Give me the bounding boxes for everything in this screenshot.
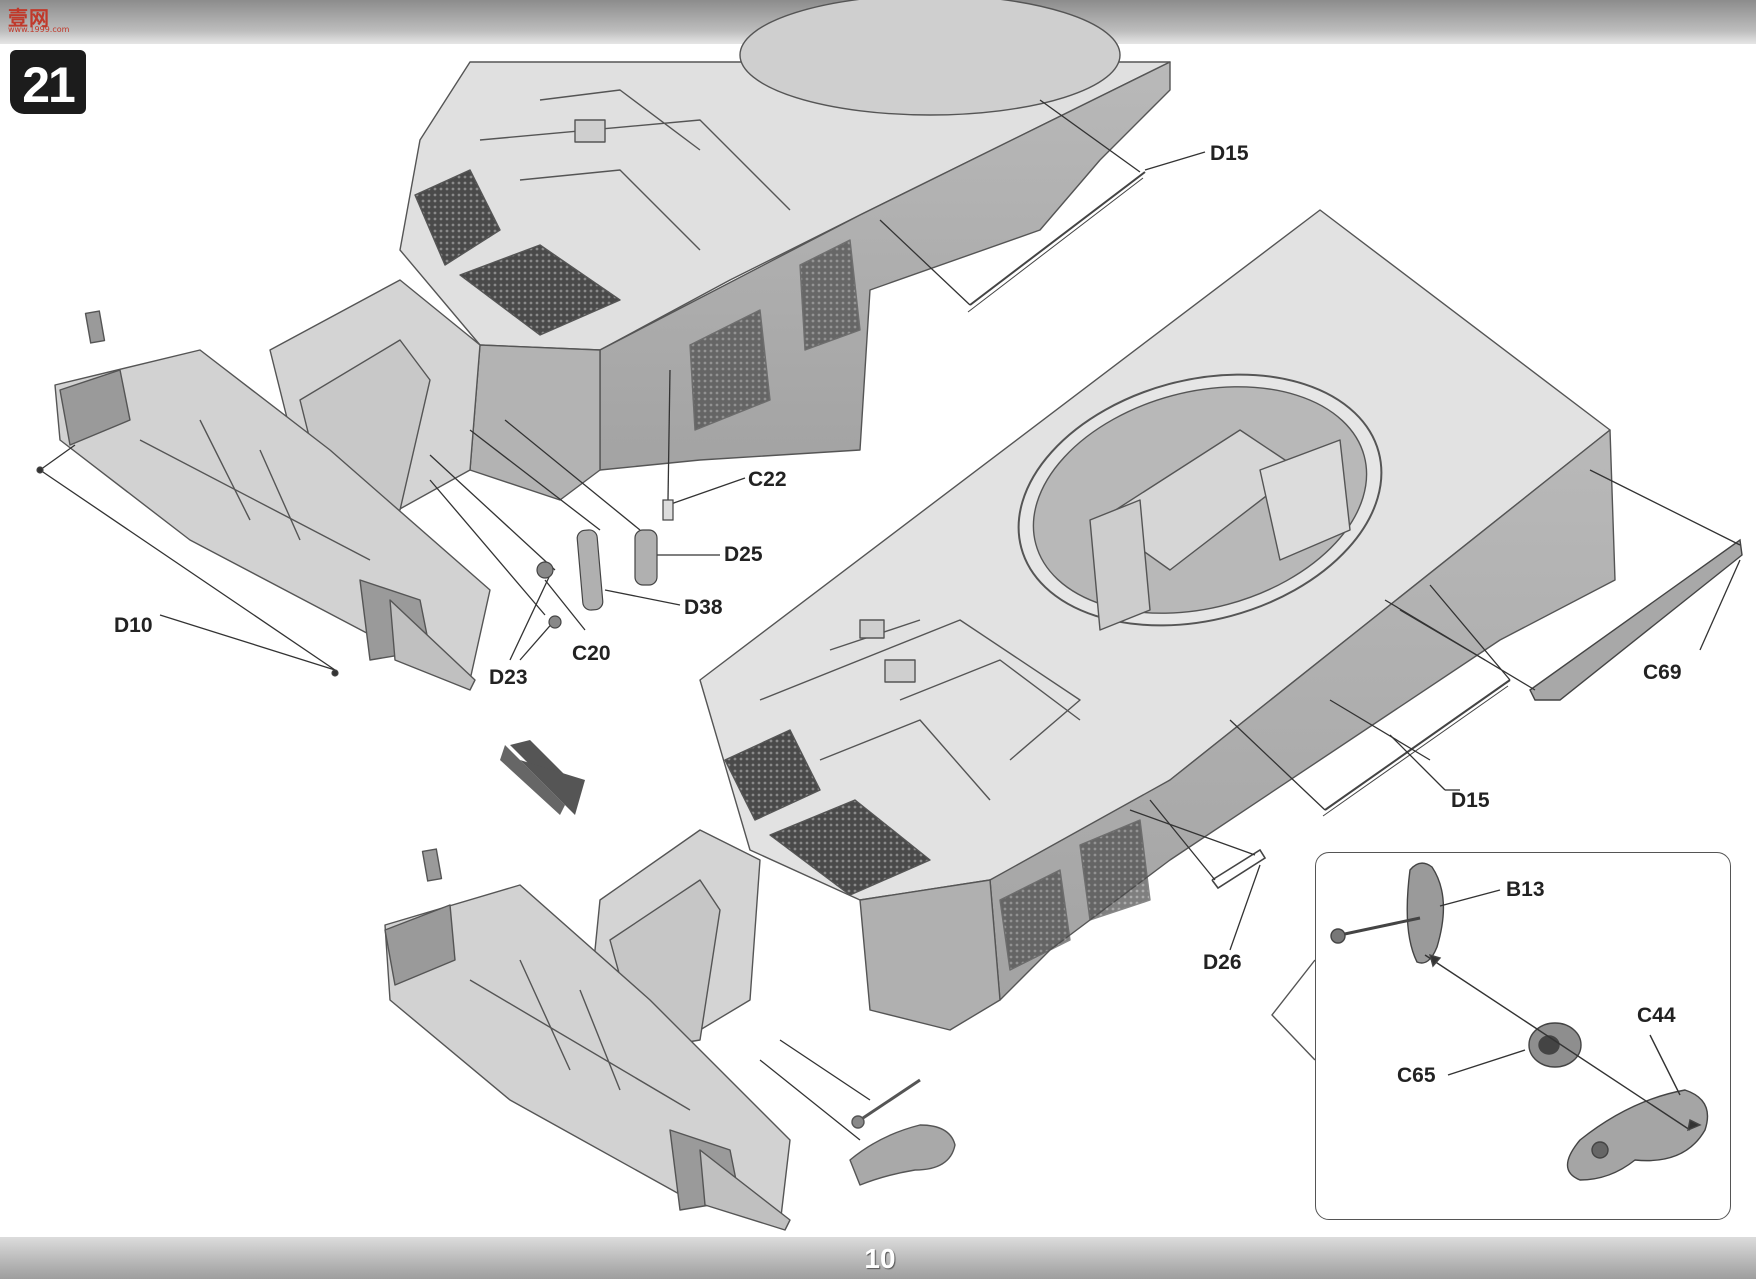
bottom-footer-bar xyxy=(0,1237,1756,1279)
label-d15-top: D15 xyxy=(1210,142,1249,165)
lower-hull-assembly xyxy=(384,209,1616,1231)
label-c20: C20 xyxy=(572,642,611,665)
label-d25: D25 xyxy=(724,543,763,566)
label-c65: C65 xyxy=(1397,1064,1436,1087)
label-c44: C44 xyxy=(1637,1004,1676,1027)
part-d15-top-rail xyxy=(967,171,1146,313)
part-c69-skirt xyxy=(1529,538,1743,701)
part-d38-icon xyxy=(576,529,604,611)
lower-leader-lines xyxy=(759,469,1741,1141)
upper-hull-assembly xyxy=(54,0,1171,691)
label-d38: D38 xyxy=(684,596,723,619)
upper-leader-lines xyxy=(39,99,1206,671)
label-d23: D23 xyxy=(489,666,528,689)
watermark-url: www.1999.com xyxy=(8,25,70,34)
step-number: 21 xyxy=(22,57,76,113)
detail-inset-box xyxy=(1315,852,1731,1220)
part-d25-icon xyxy=(634,529,658,586)
label-d15-bottom: D15 xyxy=(1451,789,1490,812)
page-number: 10 xyxy=(864,1243,896,1274)
label-c22: C22 xyxy=(748,468,787,491)
step-badge xyxy=(10,50,86,114)
upper-small-parts xyxy=(36,466,674,677)
part-d26-handle xyxy=(1211,848,1267,890)
label-b13: B13 xyxy=(1506,878,1545,901)
part-c22-icon xyxy=(662,499,674,521)
detail-box-parts xyxy=(1271,862,1709,1181)
site-watermark-logo: 壹网 www.1999.com xyxy=(6,2,70,36)
part-c20-icon xyxy=(536,561,554,579)
part-d23-icon xyxy=(548,615,562,629)
watermark-text: 壹网 xyxy=(8,6,50,30)
label-c69: C69 xyxy=(1643,661,1682,684)
label-d10: D10 xyxy=(114,614,153,637)
label-d26: D26 xyxy=(1203,951,1242,974)
